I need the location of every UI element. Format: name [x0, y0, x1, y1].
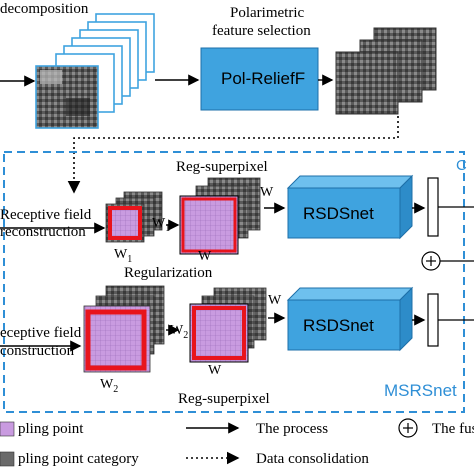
- data-consolidation-path: [67, 116, 399, 194]
- legend-sampling-category-swatch: [0, 451, 15, 467]
- branch2-w2-label: W2: [170, 323, 189, 341]
- msrsnet-label: MSRSnet: [384, 381, 457, 400]
- branch2-receptive-patch: [85, 309, 147, 371]
- feature-selection-title-2: feature selection: [212, 23, 311, 39]
- pol-relieff-box: [200, 47, 319, 111]
- branch1-w-bottom: W: [198, 249, 212, 264]
- branch2-w-bottom: W: [208, 363, 222, 378]
- decomposition-label: decomposition: [0, 1, 89, 17]
- legend-consolidation: Data consolidation: [256, 451, 369, 467]
- branch1-reg-stack: [179, 177, 261, 255]
- legend-sampling-point: pling point: [18, 421, 84, 437]
- branch2-w-right: W: [268, 293, 282, 308]
- feature-selection-title: Polarimetric: [230, 5, 305, 21]
- branch1-reg-superpixel: Reg-superpixel: [176, 159, 268, 175]
- branch1-w1-label: W1: [152, 216, 171, 234]
- legend-process: The process: [256, 421, 329, 437]
- branch1-small-stack: [105, 191, 163, 243]
- branch2-w2-label-bottom: W2: [100, 377, 119, 395]
- branch1-receptive-patch: [108, 206, 142, 240]
- partial-label-c: C: [456, 157, 467, 174]
- legend-fusion: The fus: [432, 421, 474, 437]
- branch1-regularization: Regularization: [124, 265, 213, 281]
- branch2-red-grid: [192, 306, 246, 360]
- branch1-receptive-line2: reconstruction: [0, 224, 86, 240]
- decomposition-stack: [35, 13, 155, 129]
- branch2-receptive-line1: eceptive field: [0, 325, 82, 341]
- legend-sampling-category: pling point category: [18, 451, 139, 467]
- branch2-small-stack: [83, 285, 165, 373]
- branch1-w1-label-bottom: W1: [114, 247, 133, 265]
- pol-relieff-label: Pol-ReliefF: [221, 69, 306, 88]
- rsdsnet-label-2: RSDSnet: [303, 316, 374, 335]
- legend-sampling-point-swatch: [0, 421, 15, 437]
- branch2-receptive-line2: construction: [0, 343, 75, 359]
- branch1-w-right: W: [260, 185, 274, 200]
- branch2-reg-stack: [189, 287, 267, 363]
- branch1-receptive-line1: Receptive field: [0, 207, 92, 223]
- rsdsnet-block-2: [286, 286, 414, 352]
- selected-feature-stack: [335, 27, 437, 115]
- branch2-reg-superpixel: Reg-superpixel: [178, 391, 270, 407]
- branch1-red-grid: [181, 197, 237, 253]
- feature-vector-1: [427, 177, 439, 237]
- feature-vector-2: [427, 293, 439, 347]
- rsdsnet-label-1: RSDSnet: [303, 204, 374, 223]
- msrsnet-dashed-box: [3, 151, 465, 413]
- rsdsnet-block-1: [286, 174, 414, 240]
